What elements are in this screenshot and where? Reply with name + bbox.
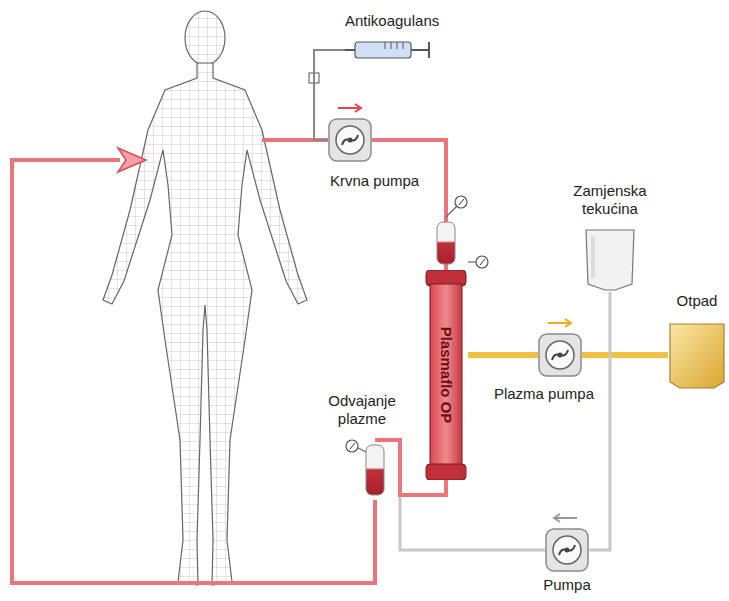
anticoagulant-syringe-outline (345, 38, 437, 62)
component-label: Krvna pumpa (330, 172, 419, 190)
component-label: Plazma pumpa (492, 385, 596, 403)
section-label: Odvajanje plazme (312, 392, 412, 428)
plasma-filter: Plasmaflo OP (424, 270, 468, 480)
return-line (12, 160, 446, 583)
replacement-line (400, 497, 545, 550)
component-label: Antikoagulans (345, 12, 439, 30)
anticoagulant-syringe: Antikoagulans (345, 38, 437, 62)
replacement-pump: Pumpa (545, 528, 589, 572)
blood-pump: Krvna pumpa (328, 118, 372, 162)
drip-chamber (437, 196, 467, 264)
component-label: Otpad (677, 292, 718, 310)
pressure-gauge (468, 256, 488, 268)
plasma-pump-outline (538, 333, 582, 377)
filter-label: Plasmaflo OP (437, 327, 455, 424)
tube-connector (372, 140, 446, 270)
flow-direction-arrow (338, 104, 577, 522)
component-label: Pumpa (543, 576, 591, 594)
waste-bag-outline (668, 320, 726, 390)
tube-connector (589, 292, 610, 550)
tube-connector (582, 355, 668, 356)
tube-connector (468, 355, 538, 356)
replacement-fluid-bag: Zamjenska tekućina (583, 228, 637, 292)
replacement-fluid-bag-outline (583, 228, 637, 292)
blood-pump-outline (328, 118, 372, 162)
component-label: Zamjenska tekućina (560, 182, 660, 218)
waste-bag: Otpad (668, 320, 726, 390)
human-figure (103, 11, 307, 585)
plasma-pump: Plazma pumpa (538, 333, 582, 377)
return-arrowhead (118, 148, 146, 172)
replacement-pump-outline (545, 528, 589, 572)
drip-chamber (346, 440, 384, 495)
